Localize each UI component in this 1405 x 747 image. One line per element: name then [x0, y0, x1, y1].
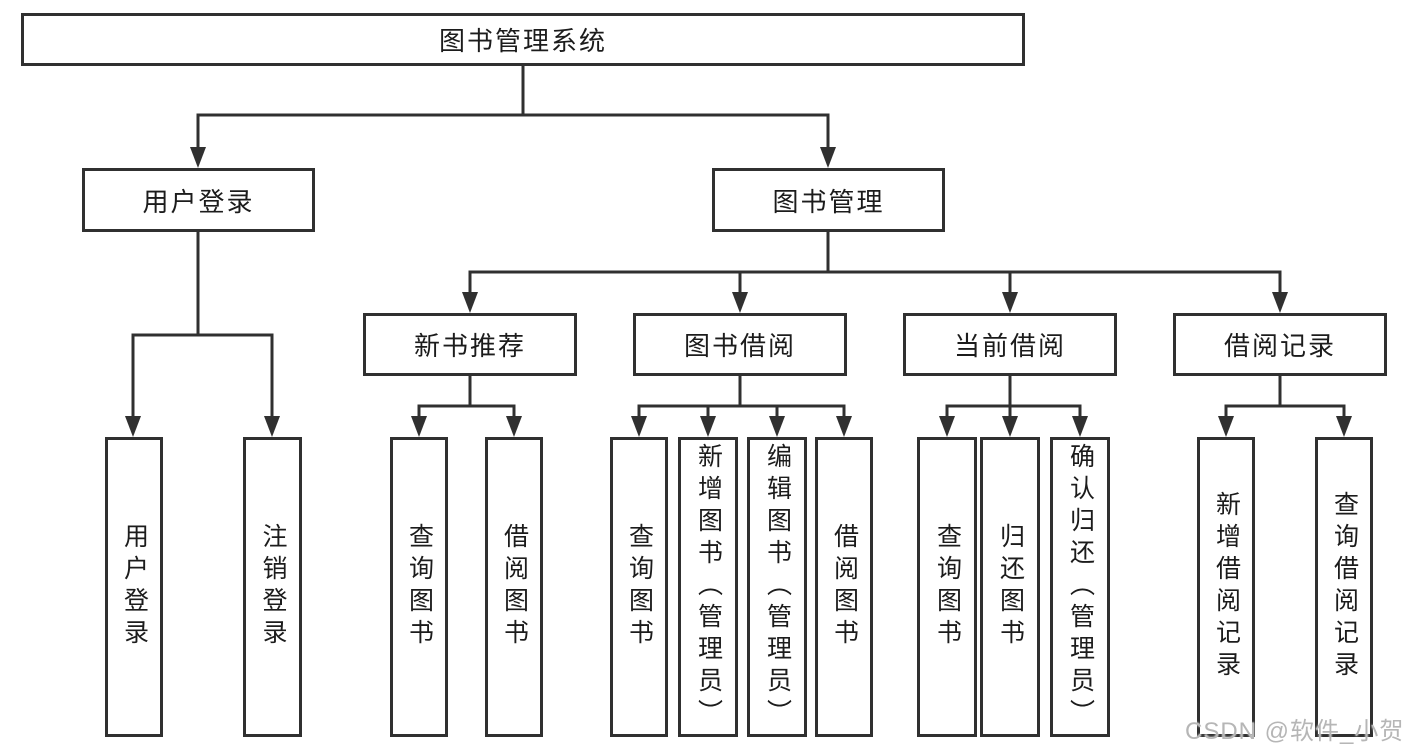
leaf-records-query-borrow-record: 查询借阅记录	[1315, 437, 1373, 737]
leaf-label: 注销登录	[259, 523, 287, 651]
edge-book-mgmt-children	[462, 232, 1288, 313]
leaf-label: 查询图书	[625, 523, 654, 651]
edge-root-to-level2	[190, 66, 836, 168]
leaf-borrow-add-books-admin: 新增图书（管理员）	[678, 437, 738, 737]
leaf-borrow-edit-books-admin: 编辑图书（管理员）	[747, 437, 807, 737]
leaf-label: 查询图书	[405, 523, 434, 651]
leaf-current-return-books: 归还图书	[980, 437, 1040, 737]
edge-borrow-children	[631, 376, 852, 437]
node-library-management-system: 图书管理系统	[21, 13, 1025, 66]
leaf-label: 归还图书	[996, 523, 1025, 651]
node-borrowing-records: 借阅记录	[1173, 313, 1387, 376]
leaf-recommend-query-books: 查询图书	[390, 437, 448, 737]
edge-current-children	[939, 376, 1088, 437]
leaf-logout-login: 注销登录	[243, 437, 302, 737]
edge-recommend-children	[411, 376, 522, 437]
node-book-borrowing: 图书借阅	[633, 313, 847, 376]
leaf-label: 查询图书	[933, 523, 962, 651]
leaf-records-add-borrow-record: 新增借阅记录	[1197, 437, 1255, 737]
leaf-label: 查询借阅记录	[1330, 491, 1359, 683]
leaf-label: 新增图书（管理员）	[694, 443, 723, 731]
leaf-label: 确认归还（管理员）	[1066, 443, 1095, 731]
node-book-management: 图书管理	[712, 168, 945, 232]
node-user-login: 用户登录	[82, 168, 315, 232]
leaf-current-query-books: 查询图书	[917, 437, 977, 737]
edge-user-login-children	[125, 232, 280, 437]
leaf-label: 新增借阅记录	[1212, 491, 1241, 683]
leaf-label: 用户登录	[120, 523, 149, 651]
leaf-borrow-query-books: 查询图书	[610, 437, 668, 737]
leaf-borrow-borrow-books: 借阅图书	[815, 437, 873, 737]
leaf-recommend-borrow-books: 借阅图书	[485, 437, 543, 737]
leaf-user-login: 用户登录	[105, 437, 163, 737]
leaf-label: 借阅图书	[830, 523, 859, 651]
leaf-label: 编辑图书（管理员）	[763, 443, 792, 731]
node-current-borrowing: 当前借阅	[903, 313, 1117, 376]
leaf-current-confirm-return-admin: 确认归还（管理员）	[1050, 437, 1110, 737]
csdn-watermark: CSDN @软件_小贺同学	[1185, 718, 1405, 745]
node-new-book-recommend: 新书推荐	[363, 313, 577, 376]
edge-records-children	[1218, 376, 1352, 437]
leaf-label: 借阅图书	[500, 523, 529, 651]
